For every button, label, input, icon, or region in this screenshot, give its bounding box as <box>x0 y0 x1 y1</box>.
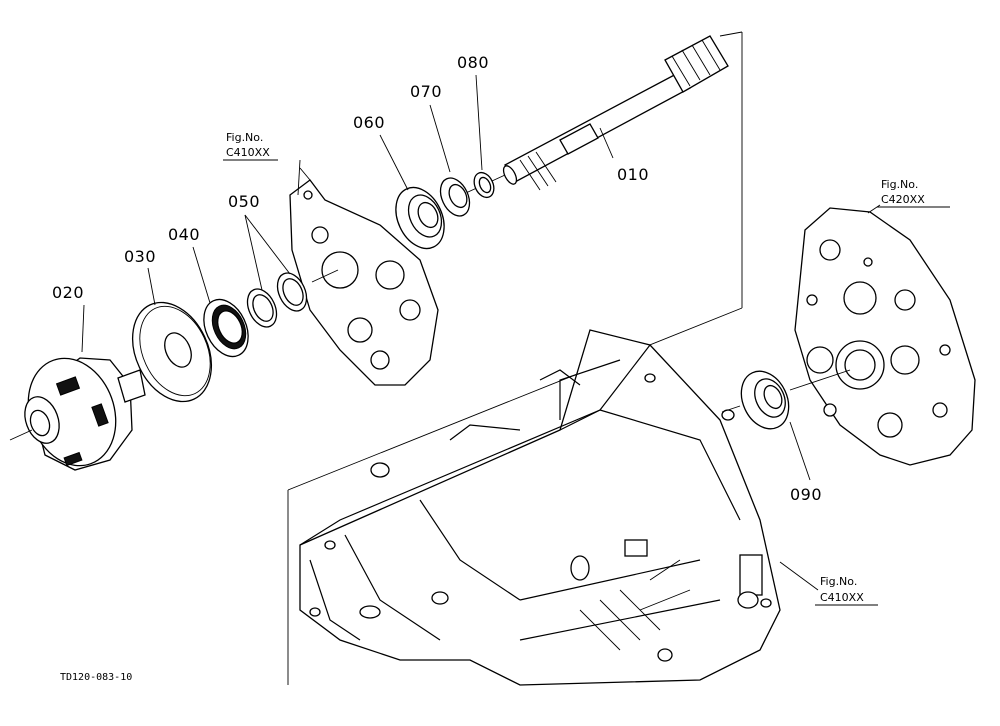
fig-ref-3-line2: C410XX <box>820 591 864 604</box>
fig-ref-1-line1: Fig.No. <box>226 131 263 144</box>
callout-070: 070 <box>410 82 442 101</box>
snap-ring-080 <box>473 171 495 199</box>
transmission-case <box>287 31 781 686</box>
bearing-040 <box>203 298 249 358</box>
fig-ref-2-line1: Fig.No. <box>881 178 918 191</box>
fig-ref-1-line2: C410XX <box>226 146 270 159</box>
callout-010: 010 <box>617 165 649 184</box>
rear-cover-plate <box>794 207 976 466</box>
collar-070 <box>439 177 471 217</box>
plate-030 <box>132 301 212 403</box>
callout-060: 060 <box>353 113 385 132</box>
callout-080: 080 <box>457 53 489 72</box>
seals-050 <box>246 269 339 328</box>
fig-ref-3-line1: Fig.No. <box>820 575 857 588</box>
shaft-010 <box>454 35 729 199</box>
bearing-060 <box>395 186 445 250</box>
callout-090: 090 <box>790 485 822 504</box>
fig-ref-2-line2: C420XX <box>881 193 925 206</box>
bearing-090 <box>721 369 851 430</box>
leader-lines <box>81 74 950 606</box>
callout-050: 050 <box>228 192 260 211</box>
drawing-code: TD120-083-10 <box>60 672 132 683</box>
clutch-020 <box>9 357 146 471</box>
callout-020: 020 <box>52 283 84 302</box>
front-case <box>289 167 439 386</box>
callout-030: 030 <box>124 247 156 266</box>
callout-040: 040 <box>168 225 200 244</box>
